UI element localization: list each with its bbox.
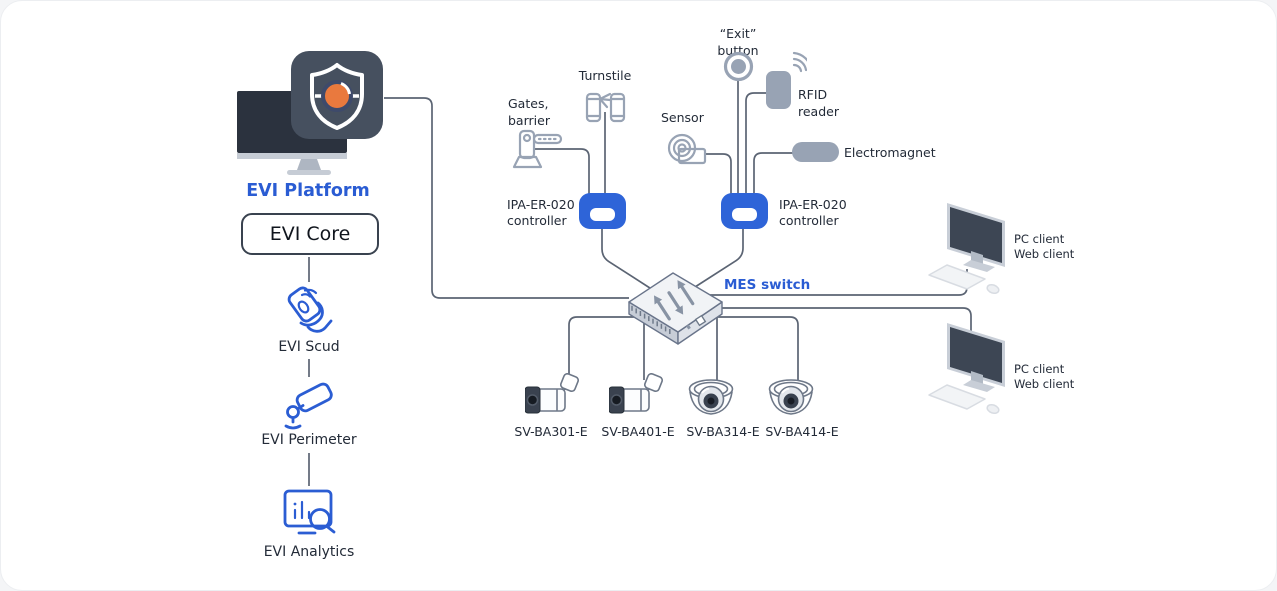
controller2-slot (732, 208, 757, 221)
wire-sensor-to-controller (704, 153, 732, 195)
bullet-camera-icon (525, 373, 580, 414)
camera3-label: SV-BA314-E (686, 424, 760, 439)
electromagnet-icon (792, 142, 839, 162)
wire-controller2-to-switch (694, 227, 744, 288)
wire-platform-to-switch (384, 97, 629, 299)
controller1-box (579, 193, 626, 229)
wire-switch-to-camera1 (568, 316, 651, 379)
mouse-icon (986, 403, 1000, 415)
network-switch-icon (628, 272, 723, 345)
controller1-label: IPA-ER-020 controller (507, 197, 575, 228)
analytics-monitor-icon (283, 489, 336, 535)
turnstile-label: Turnstile (578, 68, 632, 83)
exit-button-label: “Exit” button (717, 26, 759, 58)
mouse-icon (986, 283, 1000, 295)
camera2-label: SV-BA401-E (601, 424, 675, 439)
controller1-slot (590, 208, 615, 221)
dome-camera-icon (688, 379, 734, 415)
turnstile-icon (585, 92, 626, 123)
pc-client-bottom-label: PC client Web client (1014, 362, 1075, 391)
rfid-reader-label: RFID reader (798, 87, 839, 119)
camera1-label: SV-BA301-E (514, 424, 588, 439)
shield-icon (310, 63, 364, 130)
magnifier-icon (309, 508, 331, 530)
bullet-camera-icon (609, 373, 664, 414)
exit-button-icon (723, 51, 754, 82)
wire-electromagnet-to-controller (753, 152, 794, 195)
electromagnet-label: Electromagnet (844, 145, 936, 160)
mes-switch-label: MES switch (724, 277, 811, 293)
wire-gates-to-controller (534, 148, 590, 195)
keyboard-icon (928, 384, 986, 410)
evi-perimeter-label: EVI Perimeter (261, 432, 357, 448)
controller2-box (721, 193, 768, 229)
pc-client-top-label: PC client Web client (1014, 232, 1075, 261)
wire-rfid-to-controller (745, 92, 767, 195)
cctv-camera-icon (284, 382, 333, 430)
evi-analytics-label: EVI Analytics (263, 544, 355, 560)
sensor-label: Sensor (661, 110, 704, 125)
evi-core-box: EVI Core (241, 213, 379, 255)
wire-switch-to-pc-bottom (701, 307, 972, 336)
rfid-reader-icon (766, 51, 807, 109)
keyboard-icon (928, 264, 986, 290)
camera4-label: SV-BA414-E (765, 424, 839, 439)
pc-workstation-icon (928, 323, 1005, 415)
switch-port-lights (631, 305, 671, 334)
gates-label: Gates, barrier (508, 96, 550, 128)
wire-controller1-to-switch (601, 228, 654, 291)
evi-platform-label: EVI Platform (246, 181, 370, 201)
barrier-gate-icon (512, 129, 563, 169)
card-in-hand-icon (287, 286, 333, 333)
evi-core-label: EVI Core (269, 223, 351, 245)
evi-platform-icon (237, 51, 383, 175)
sensor-icon (667, 133, 707, 165)
wire-switch-to-camera4 (699, 316, 799, 382)
controller2-label: IPA-ER-020 controller (779, 197, 847, 228)
switch-arrows-icon (653, 280, 695, 321)
pc-workstation-icon (928, 203, 1005, 295)
eye-icon (321, 80, 353, 112)
evi-scud-label: EVI Scud (278, 339, 340, 355)
dome-camera-icon (768, 379, 814, 415)
